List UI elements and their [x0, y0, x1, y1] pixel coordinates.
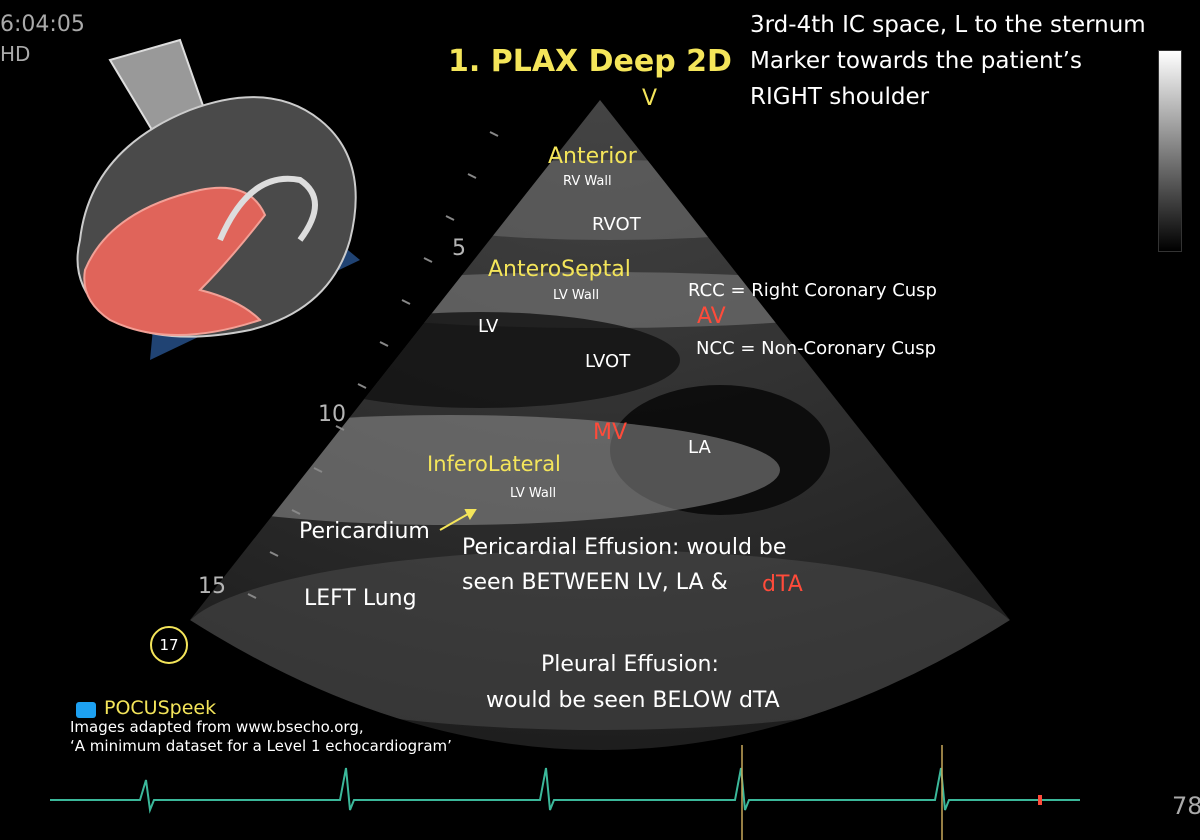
label-ncc: NCC = Non-Coronary Cusp: [696, 338, 937, 359]
depth-label-10: 10: [318, 402, 346, 427]
label-left-lung: LEFT Lung: [304, 586, 417, 611]
aorta-curve: [217, 175, 318, 242]
myocardium-cut: [83, 186, 267, 336]
instruction-line-2: Marker towards the patient’s: [750, 48, 1082, 74]
pleural-note-line-1: Pleural Effusion:: [541, 652, 719, 677]
pleural-note-line-2: would be seen BELOW dTA: [486, 688, 780, 713]
heart-illustration: [76, 38, 360, 360]
label-rv-wall: RV Wall: [563, 174, 612, 189]
label-rcc: RCC = Right Coronary Cusp: [688, 280, 937, 301]
label-mv: MV: [593, 420, 628, 445]
label-lvot: LVOT: [585, 351, 631, 372]
label-dta: dTA: [762, 572, 803, 597]
depth-label-5: 5: [452, 236, 466, 261]
effusion-note-line-2: seen BETWEEN LV, LA &: [462, 570, 728, 595]
clock-readout: 6:04:05: [0, 12, 85, 37]
label-pericardium: Pericardium: [299, 519, 430, 544]
twitter-icon: [76, 702, 96, 718]
label-anterior: Anterior: [548, 144, 637, 169]
heart-rate-readout: 78: [1172, 792, 1200, 820]
ecg-markers: [741, 745, 943, 840]
ecg-cursor: [1038, 795, 1042, 805]
social-handle: POCUSpeek: [104, 697, 217, 719]
pericardium-arrow: [439, 509, 477, 531]
instruction-line-3: RIGHT shoulder: [750, 84, 930, 110]
probe-marker: V: [642, 86, 658, 111]
label-lv-wall-2: LV Wall: [510, 486, 557, 501]
depth-label-15: 15: [198, 574, 226, 599]
grayscale-bar: [1158, 50, 1182, 252]
page-title: 1. PLAX Deep 2D: [448, 44, 732, 79]
mode-indicator: HD: [0, 42, 31, 66]
ecg-trace: [50, 767, 1080, 814]
slide-number-badge: 17: [150, 626, 188, 664]
label-av: AV: [697, 304, 726, 329]
label-lv: LV: [478, 316, 499, 337]
credit-line-2: ‘A minimum dataset for a Level 1 echocar…: [70, 737, 452, 755]
label-lv-wall-1: LV Wall: [553, 288, 600, 303]
label-la: LA: [688, 437, 711, 458]
label-anteroseptal: AnteroSeptal: [488, 257, 631, 282]
depth-ticks: [247, 131, 499, 599]
deep-tissue: [190, 550, 1010, 730]
effusion-note-line-1: Pericardial Effusion: would be: [462, 535, 787, 560]
label-inferolateral: InferoLateral: [427, 452, 561, 476]
credit-line-1: Images adapted from www.bsecho.org,: [70, 718, 364, 736]
label-rvot: RVOT: [592, 214, 641, 235]
instruction-line-1: 3rd-4th IC space, L to the sternum: [750, 12, 1146, 38]
